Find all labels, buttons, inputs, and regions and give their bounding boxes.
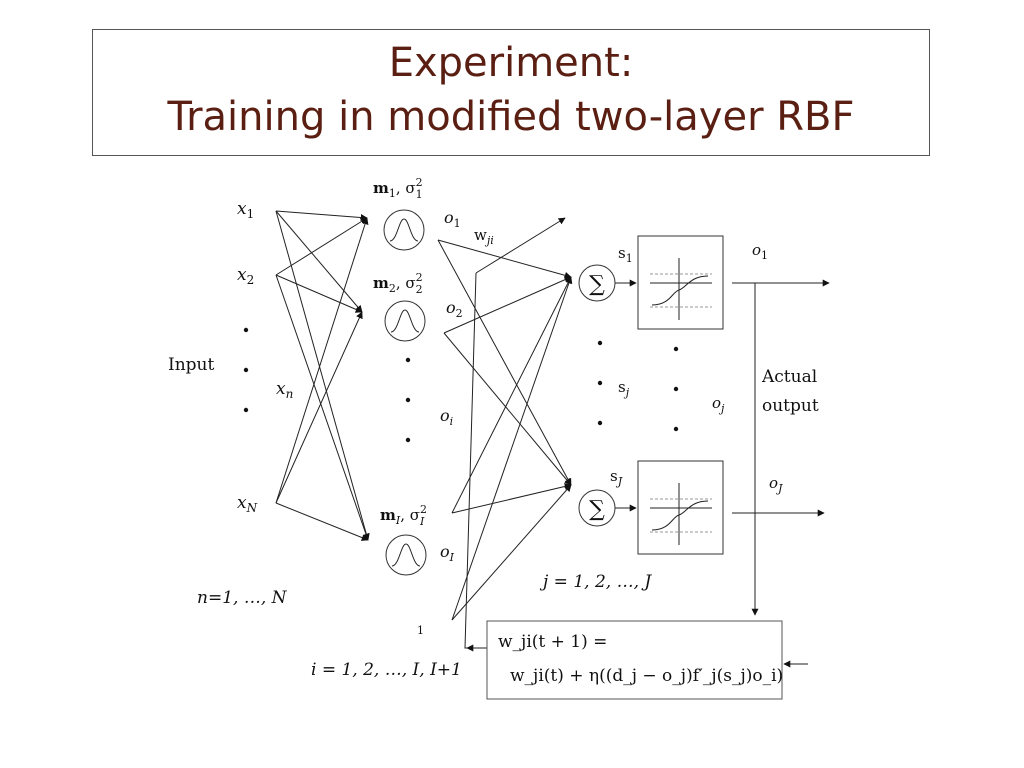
edge-bias-sJ: [451, 484, 572, 621]
title-box: Experiment: Training in modified two-lay…: [92, 29, 930, 156]
gaussian-node-2: [384, 300, 426, 342]
edge-o2-sJ: [443, 332, 572, 486]
gaussian-node-I: [385, 534, 427, 576]
ellipsis-dot: [673, 426, 679, 432]
title-line-2: Training in modified two-layer RBF: [167, 94, 855, 140]
output-o1: o1: [752, 241, 768, 262]
edge-xN-h2: [275, 311, 363, 504]
ellipsis-dot: [243, 367, 249, 373]
sum-label-j: sj: [618, 378, 630, 399]
bias-label: 1: [417, 624, 424, 637]
edge-x2-hI: [275, 274, 370, 541]
gaussian-curve-icon: [391, 543, 421, 567]
input-hidden-connections: [275, 210, 370, 541]
edge-x1-h2: [275, 210, 363, 313]
gaussian-node-1: [383, 209, 425, 251]
gaussian-curve-icon: [390, 309, 420, 333]
ellipsis-dot: [405, 357, 411, 363]
edge-o1-s1: [437, 239, 572, 279]
edge-oI-sJ: [451, 483, 572, 514]
update-rule-box: w_ji(t + 1) = w_ji(t) + η((d_j − o_j)f′_…: [486, 620, 783, 700]
hidden-range: i = 1, 2, …, I, I+1: [311, 660, 462, 680]
sigmoid-icon: [650, 483, 712, 545]
input-label: Input: [168, 355, 214, 375]
ellipsis-dot: [673, 346, 679, 352]
ellipsis-dot: [597, 340, 603, 346]
output-layer: ∑ ∑ s1 sj sJ: [466, 235, 830, 668]
activation-box-J: [637, 460, 724, 555]
gaussian-curve-icon: [389, 218, 419, 242]
weight-adjust-arrow: [475, 217, 566, 274]
ellipsis-dot: [673, 386, 679, 392]
input-range: n=1, …, N: [197, 588, 288, 608]
actual-output-label-1: Actual: [761, 367, 817, 387]
actual-output-label-2: output: [762, 396, 819, 416]
hidden-output-2: o2: [446, 298, 463, 320]
output-range: j = 1, 2, …, J: [539, 572, 652, 592]
input-x1: x1: [237, 199, 254, 221]
input-x2: x2: [237, 265, 254, 287]
title-line-1: Experiment:: [388, 40, 634, 86]
edge-bias-s1: [451, 276, 573, 621]
edge-o1-sJ: [437, 239, 572, 486]
ellipsis-dot: [243, 327, 249, 333]
update-rule-line-2: w_ji(t) + η((d_j − o_j)f′_j(s_j)o_i): [510, 666, 783, 686]
input-xn: xn: [276, 379, 293, 401]
hidden-output-1: o1: [444, 208, 461, 230]
ellipsis-dot: [405, 437, 411, 443]
input-xN: xN: [237, 493, 258, 515]
hidden-output-connections: [437, 217, 573, 649]
activation-box-1: [637, 235, 724, 330]
sum-node-J: ∑: [578, 489, 616, 527]
update-rule-line-1: w_ji(t + 1) =: [498, 632, 607, 652]
sum-node-1: ∑: [578, 264, 616, 302]
ellipsis-dot: [243, 407, 249, 413]
sigmoid-icon: [650, 258, 712, 320]
sigma-icon: ∑: [589, 272, 605, 297]
hidden-output-i: oi: [440, 406, 453, 428]
sum-label-1: s1: [618, 244, 633, 265]
hidden-output-I: oI: [440, 542, 455, 564]
output-oJ: oJ: [769, 474, 783, 495]
edge-x2-h2: [275, 274, 363, 313]
sum-label-J: sJ: [610, 467, 623, 488]
edge-xN-h1: [275, 217, 369, 504]
edge-xN-hI: [275, 502, 369, 541]
sigma-icon: ∑: [589, 497, 605, 522]
edge-oI-s1: [451, 276, 572, 514]
ellipsis-dot: [597, 380, 603, 386]
input-layer: x1 x2 xn xN Input n=1, …, N: [168, 199, 293, 608]
ellipsis-dot: [405, 397, 411, 403]
edge-x1-h1: [275, 210, 368, 222]
output-oj: oj: [712, 394, 725, 415]
edge-x1-hI: [275, 210, 370, 541]
edge-x2-h1: [275, 217, 368, 276]
weight-label: wji: [474, 226, 494, 247]
ellipsis-dot: [597, 420, 603, 426]
weight-update-feedback-line: [464, 272, 482, 649]
edge-o2-s1: [443, 276, 572, 334]
